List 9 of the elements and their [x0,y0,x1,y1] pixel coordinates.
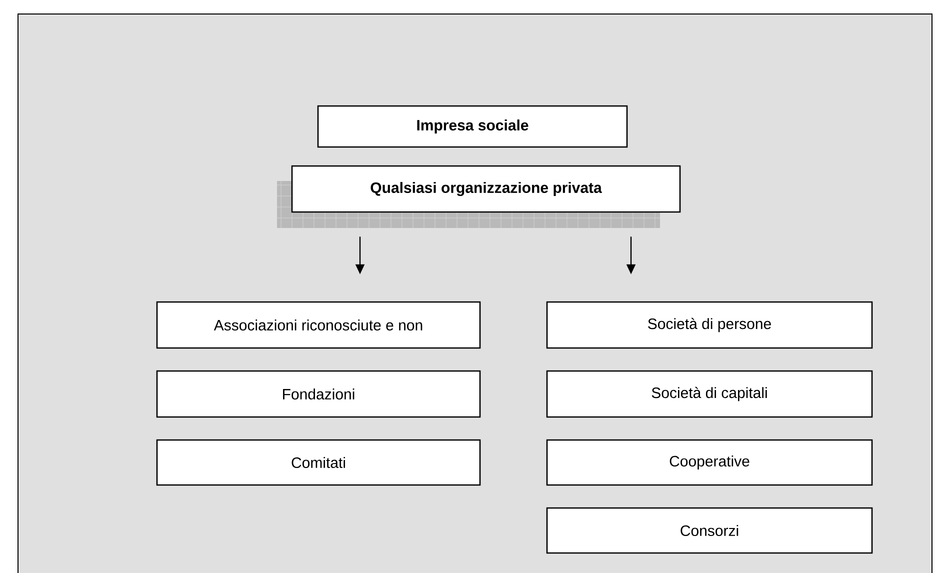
category-box: Cooperative [546,439,873,486]
category-box: Associazioni riconosciute e non [156,301,481,349]
category-box: Società di persone [546,301,873,349]
category-box: Società di capitali [546,370,873,418]
title-box: Impresa sociale [317,105,628,148]
category-box: Comitati [156,439,481,486]
category-box: Fondazioni [156,370,481,418]
title-box: Qualsiasi organizzazione privata [291,165,681,213]
category-box: Consorzi [546,507,873,554]
